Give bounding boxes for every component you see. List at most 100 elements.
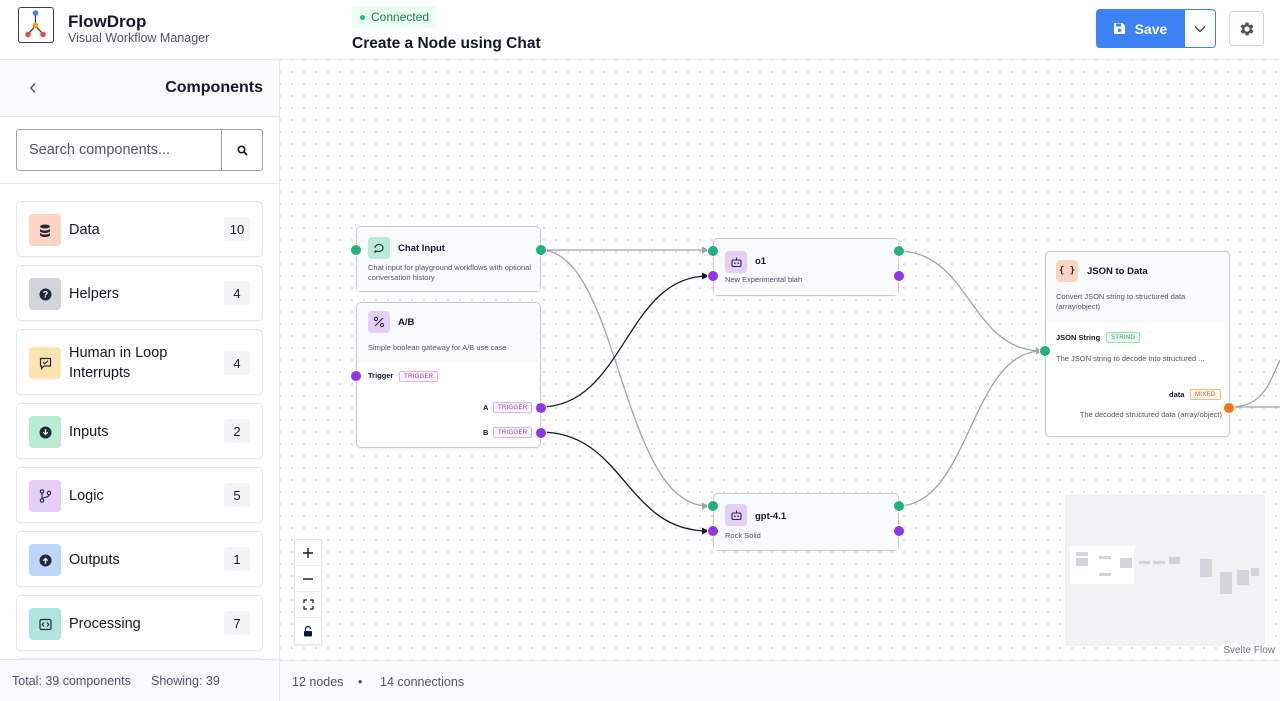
settings-button[interactable] <box>1229 11 1264 46</box>
port-label-b: B <box>483 428 489 437</box>
workflow-canvas[interactable]: Chat Input Chat input for playground wor… <box>280 60 1280 660</box>
search-button[interactable] <box>221 129 263 171</box>
robot-icon <box>725 251 747 273</box>
connection-count: 14 connections <box>380 675 465 689</box>
sidebar-footer: Total: 39 components Showing: 39 <box>0 659 279 701</box>
save-options-dropdown[interactable] <box>1184 9 1216 48</box>
b-output-handle[interactable] <box>535 427 547 439</box>
trigger-input-handle[interactable] <box>707 525 719 537</box>
sidebar-title: Components <box>165 79 263 96</box>
type-tag-string: STRING <box>1106 332 1141 343</box>
node-chat-input[interactable]: Chat Input Chat input for playground wor… <box>350 226 547 292</box>
collapse-sidebar-button[interactable] <box>24 79 42 97</box>
svg-text:?: ? <box>42 289 48 299</box>
a-output-handle[interactable] <box>535 402 547 414</box>
zoom-in-button[interactable] <box>295 540 321 566</box>
category-label: Helpers <box>69 286 119 302</box>
node-header: { } JSON to Data Convert JSON string to … <box>1046 252 1229 323</box>
category-count: 5 <box>224 483 250 507</box>
input-icon <box>29 416 61 448</box>
node-gpt-4-1[interactable]: gpt-4.1 Rock Solid <box>707 493 905 551</box>
trigger-input-handle[interactable] <box>707 270 719 282</box>
port-description-data: The decoded structured data (array/objec… <box>1079 410 1222 419</box>
minus-icon <box>303 577 313 580</box>
input-handle[interactable] <box>350 244 362 256</box>
percent-icon <box>368 311 390 333</box>
category-count: 1 <box>224 547 250 571</box>
workflow-title[interactable]: Create a Node using Chat <box>352 35 541 52</box>
output-handle[interactable] <box>535 244 547 256</box>
search-input[interactable] <box>16 129 222 171</box>
chat-icon <box>368 237 390 259</box>
save-button[interactable]: Save <box>1096 9 1184 48</box>
output-icon <box>29 544 61 576</box>
type-tag-trigger: TRIGGER <box>399 371 439 382</box>
node-json-to-data[interactable]: { } JSON to Data Convert JSON string to … <box>1039 251 1235 437</box>
branch-icon <box>29 480 61 512</box>
showing-components: Showing: 39 <box>151 674 220 688</box>
search-bar <box>0 117 279 184</box>
trigger-input-handle[interactable] <box>350 370 362 382</box>
lock-toggle-button[interactable] <box>295 618 321 644</box>
node-header: Chat Input Chat input for playground wor… <box>357 227 540 291</box>
category-count: 7 <box>224 611 250 635</box>
edge-chatinput-gpt41[interactable] <box>539 249 709 510</box>
trigger-output-handle[interactable] <box>893 270 905 282</box>
sidebar-header: Components <box>0 60 279 117</box>
database-icon <box>29 214 61 246</box>
category-helpers[interactable]: ? Helpers 4 <box>16 265 263 321</box>
type-tag-mixed: MIXED <box>1190 389 1221 400</box>
node-header: gpt-4.1 Rock Solid <box>714 494 898 550</box>
category-inputs[interactable]: Inputs 2 <box>16 403 263 459</box>
canvas-controls <box>294 539 322 645</box>
node-ab-gateway[interactable]: A/B Simple boolean gateway for A/B use c… <box>350 302 547 448</box>
lock-icon <box>304 625 312 636</box>
node-title: JSON to Data <box>1087 266 1148 277</box>
port-label-data: data <box>1169 390 1185 399</box>
input-handle[interactable] <box>707 500 719 512</box>
output-handle[interactable] <box>893 245 905 257</box>
trigger-output-handle[interactable] <box>893 525 905 537</box>
port-label-trigger: Trigger <box>368 371 394 380</box>
chat-check-icon <box>29 347 61 379</box>
category-label: Data <box>69 222 100 238</box>
data-output-handle[interactable] <box>1223 402 1235 414</box>
node-o1[interactable]: o1 New Experimental blah <box>707 238 905 296</box>
edge-ab-b-gpt41[interactable] <box>539 431 709 535</box>
category-count: 10 <box>224 217 250 241</box>
category-outputs[interactable]: Outputs 1 <box>16 531 263 587</box>
port-label-a: A <box>483 403 489 412</box>
node-description: Chat input for playground workflows with… <box>368 263 532 282</box>
app-title: FlowDrop <box>68 12 147 31</box>
minimap[interactable] <box>1065 494 1265 646</box>
edge-gpt41-jsontodata[interactable] <box>897 350 1043 507</box>
category-human-in-loop[interactable]: Human in Loop Interrupts 4 <box>16 329 263 395</box>
type-tag-b: TRIGGER <box>493 427 533 438</box>
node-header: o1 New Experimental blah <box>714 239 898 295</box>
category-logic[interactable]: Logic 5 <box>16 467 263 523</box>
category-label: Logic <box>69 488 104 504</box>
edge-ab-a-o1[interactable] <box>539 272 709 408</box>
category-label: Inputs <box>69 424 109 440</box>
connection-status-badge: Connected <box>352 6 438 28</box>
node-title: gpt-4.1 <box>755 511 787 522</box>
category-data[interactable]: Data 10 <box>16 201 263 257</box>
output-handle[interactable] <box>893 500 905 512</box>
svelte-flow-attribution[interactable]: Svelte Flow <box>1221 644 1277 657</box>
fullscreen-icon <box>302 599 314 610</box>
app-subtitle: Visual Workflow Manager <box>68 31 210 45</box>
chevron-left-icon <box>29 83 36 93</box>
category-label: Processing <box>69 616 141 632</box>
app-header: FlowDrop Visual Workflow Manager Connect… <box>0 0 1280 60</box>
plus-icon <box>303 547 313 558</box>
edge-jsontodata-out-2[interactable] <box>1229 359 1280 408</box>
fit-view-button[interactable] <box>295 592 321 618</box>
json-string-input-handle[interactable] <box>1039 345 1051 357</box>
category-processing[interactable]: Processing 7 <box>16 595 263 651</box>
port-description-json-string: The JSON string to decode into structure… <box>1056 354 1205 363</box>
edge-o1-jsontodata[interactable] <box>897 250 1043 355</box>
zoom-out-button[interactable] <box>295 566 321 592</box>
node-description: New Experimental blah <box>725 275 803 284</box>
flowdrop-logo <box>18 7 54 43</box>
input-handle[interactable] <box>707 245 719 257</box>
